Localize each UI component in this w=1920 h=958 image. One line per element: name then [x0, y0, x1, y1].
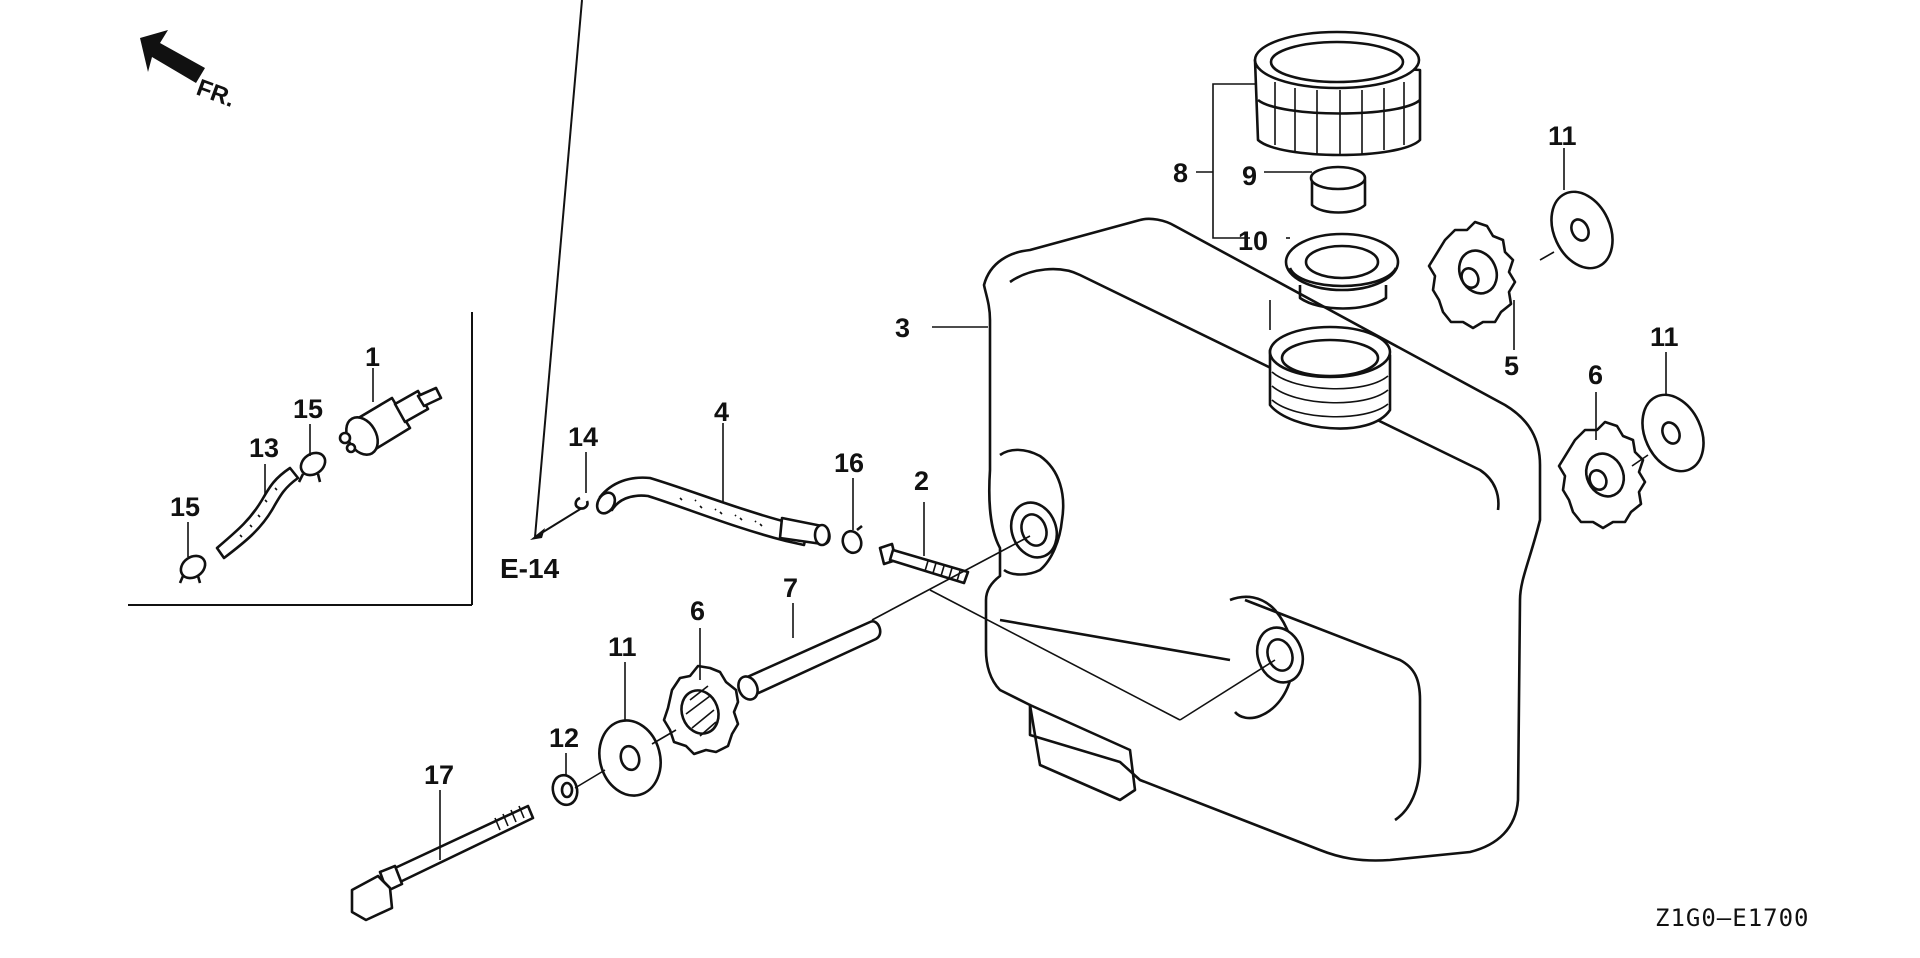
callout-3: 3	[895, 313, 910, 343]
callout-13: 13	[249, 433, 279, 463]
callout-10: 10	[1238, 226, 1268, 256]
callout-11-top: 11	[1548, 121, 1577, 151]
strainer-ring	[1284, 232, 1400, 310]
callout-11-left: 11	[608, 632, 637, 662]
reference-label: E-14	[500, 553, 560, 584]
long-bolt	[350, 804, 535, 922]
callout-8: 8	[1173, 158, 1188, 188]
fuel-tube	[595, 476, 831, 547]
rubber-grommet-left	[662, 664, 740, 756]
washer-top-right	[1550, 190, 1614, 270]
tube-clip-lower	[178, 554, 207, 584]
callout-12: 12	[549, 723, 579, 753]
callout-16: 16	[834, 448, 864, 478]
tank-mount-grommet-top	[1427, 220, 1517, 330]
reference-arrow-icon	[530, 0, 583, 540]
washer-right	[1641, 393, 1705, 473]
stud-bolt	[878, 542, 970, 585]
callout-15-lower: 15	[170, 492, 200, 522]
callout-17: 17	[424, 760, 454, 790]
inset-fuel-tube	[215, 466, 300, 560]
cap-seal	[1309, 165, 1367, 214]
callout-9: 9	[1242, 161, 1257, 191]
callout-11-right: 11	[1650, 322, 1679, 352]
tube-clip-upper	[297, 451, 327, 483]
rubber-grommet-right	[1557, 420, 1647, 530]
callout-14: 14	[568, 422, 598, 452]
callout-7: 7	[783, 573, 798, 603]
callout-15-upper: 15	[293, 394, 323, 424]
callout-4: 4	[714, 397, 729, 427]
collar-sleeve	[737, 620, 882, 701]
front-label: FR.	[193, 74, 239, 113]
callout-5: 5	[1504, 351, 1519, 381]
leader-lines	[187, 83, 1667, 860]
fuel-cap	[1253, 30, 1422, 157]
tube-clip-16	[841, 524, 863, 555]
callout-6-left: 6	[690, 596, 705, 626]
washer-left	[598, 719, 662, 797]
fuel-tank	[982, 217, 1542, 862]
fuel-strainer	[338, 386, 443, 456]
inset-frame	[128, 312, 473, 606]
small-clip	[574, 496, 589, 510]
drawing-code: Z1G0—E1700	[1655, 904, 1810, 932]
callout-numbers: 1 2 3 4 5 6 6 7 8 9 10 11 11 11 12 13 14…	[170, 121, 1679, 790]
callout-2: 2	[914, 466, 929, 496]
callout-6-right: 6	[1588, 360, 1603, 390]
front-arrow-icon	[140, 30, 205, 83]
small-washer	[551, 773, 579, 807]
callout-1: 1	[365, 342, 380, 372]
